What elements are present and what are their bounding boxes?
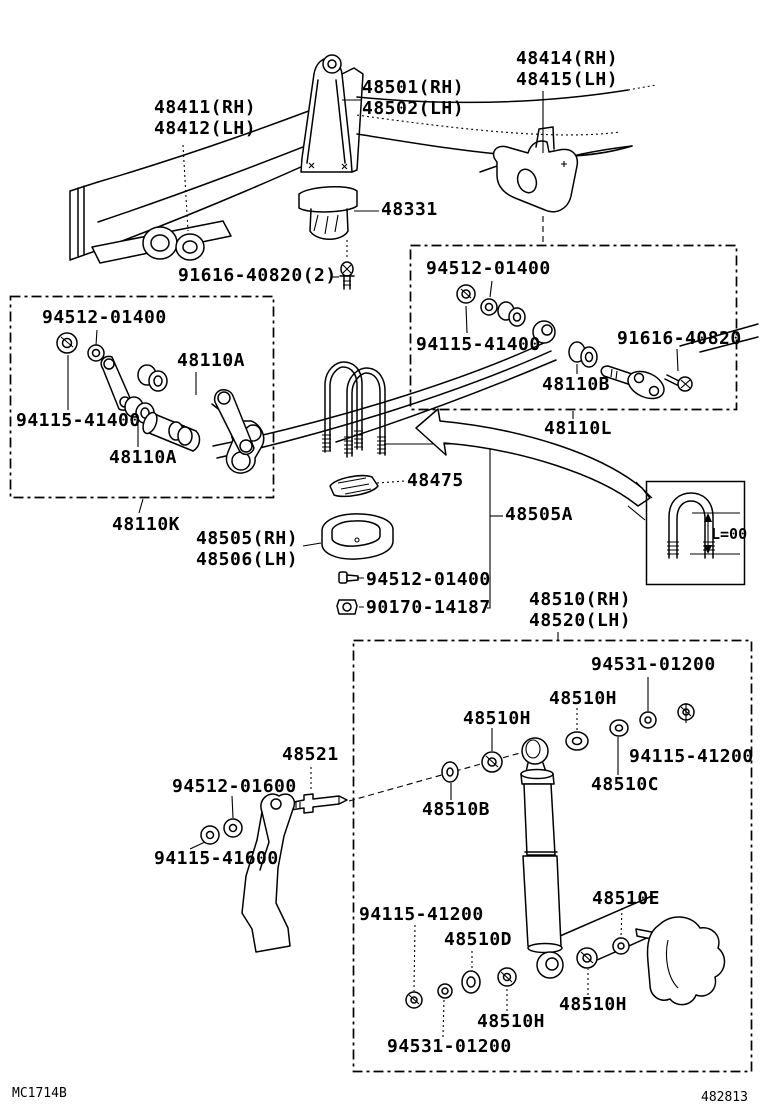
shock-retainer-upper-outer-part [566, 732, 588, 750]
part-label-48412-lh: 48412(LH) [154, 118, 257, 139]
part-label-48505A: 48505A [505, 504, 574, 525]
part-label-48110L: 48110L [544, 418, 613, 439]
shock-absorber-part [521, 738, 563, 978]
part-label-48414-rh: 48414(RH) [516, 48, 619, 69]
part-label-91616-40820: 91616-40820 [617, 328, 742, 349]
kit-boxes [11, 246, 752, 1072]
u-bolts [322, 362, 386, 457]
part-label-94115-41400-shackle: 94115-41400 [16, 410, 141, 431]
part-label-48510H-upper-outer: 48510H [549, 688, 618, 709]
shock-kit-box [354, 641, 752, 1072]
spring-front-kit-box [411, 246, 737, 410]
part-label-48331: 48331 [381, 199, 438, 220]
hardware-icons [337, 240, 358, 614]
part-label-94115-41200-upper: 94115-41200 [629, 746, 754, 767]
shock-cushion-upper-part [610, 720, 628, 736]
shock-nut-lower-part [438, 984, 452, 998]
spring-front-kit-parts [457, 285, 692, 404]
part-label-94512-01400-pin: 94512-01400 [426, 258, 551, 279]
part-label-91616-40820-2: 91616-40820(2) [178, 265, 337, 286]
part-label-48510D: 48510D [444, 929, 513, 950]
part-label-94512-01400-ubolt: 94512-01400 [366, 569, 491, 590]
part-label-48110A-upper: 48110A [177, 350, 246, 371]
part-label-48411: 48411(RH) 48412(LH) [154, 97, 256, 139]
part-label-48510H-lower-outer: 48510H [559, 994, 628, 1015]
part-label-48415-lh: 48415(LH) [516, 69, 619, 90]
hanger-bolt-icon [340, 240, 354, 289]
part-label-94531-01200-lower: 94531-01200 [387, 1036, 512, 1057]
drawing-code: MC1714B [12, 1086, 67, 1101]
part-label-94115-41400-pin: 94115-41400 [416, 334, 541, 355]
part-label-48510B: 48510B [422, 799, 491, 820]
shackle-kit-box [11, 297, 274, 498]
shock-cushion-lower-part [462, 971, 480, 993]
part-label-48411-rh: 48411(RH) [154, 97, 257, 118]
part-label-48510-rh: 48510(RH) [529, 589, 632, 610]
spring-clamp-part [330, 476, 378, 497]
axle-flange-part [647, 917, 724, 1005]
part-label-94115-41600: 94115-41600 [154, 848, 279, 869]
leader-lines [68, 91, 686, 1037]
shock-pin-part [289, 794, 347, 813]
part-label-48521: 48521 [282, 744, 339, 765]
spring-seat-part [322, 514, 393, 559]
part-label-94512-01600: 94512-01600 [172, 776, 297, 797]
part-label-48501-rh: 48501(RH) [362, 77, 465, 98]
rear-spring-hanger-part [301, 55, 363, 172]
part-label-48510H-lower-inner: 48510H [477, 1011, 546, 1032]
part-label-48110B: 48110B [542, 374, 611, 395]
spring-bumper-part [299, 187, 357, 240]
frame-assembly [70, 55, 656, 263]
part-label-48506-lh: 48506(LH) [196, 549, 299, 570]
part-label-48475: 48475 [407, 470, 464, 491]
shock-washer-lower-right-part [613, 938, 629, 954]
part-label-48501: 48501(RH) 48502(LH) [362, 77, 464, 119]
part-label-48110K: 48110K [112, 514, 181, 535]
figure-number: 482813 [701, 1090, 748, 1105]
ubolt-nut-icon [337, 600, 357, 614]
front-spring-hanger-part [480, 127, 632, 212]
part-label-48510C: 48510C [591, 774, 660, 795]
shock-pin-nut-large-part [201, 826, 219, 844]
shackle-kit-parts [57, 333, 254, 454]
shock-bracket-part [242, 794, 294, 952]
part-label-48510E: 48510E [592, 888, 661, 909]
part-label-94115-41200-lower: 94115-41200 [359, 904, 484, 925]
ubolt-length-label: L=00 [711, 525, 748, 543]
shock-nut-upper-part [640, 712, 656, 728]
part-label-48510: 48510(RH) 48520(LH) [529, 589, 631, 631]
part-label-48505: 48505(RH) 48506(LH) [196, 528, 298, 570]
part-label-48414: 48414(RH) 48415(LH) [516, 48, 618, 90]
part-label-94531-01200-upper: 94531-01200 [591, 654, 716, 675]
front-spring-bracket-part [92, 221, 231, 263]
ubolt-bolt-icon [339, 572, 358, 583]
part-label-48110A-lower: 48110A [109, 447, 178, 468]
shock-bushing-part [442, 762, 458, 782]
shock-pin-nut-small-part [224, 819, 242, 837]
part-label-90170-14187: 90170-14187 [366, 597, 491, 618]
part-label-48520-lh: 48520(LH) [529, 610, 632, 631]
part-label-48502-lh: 48502(LH) [362, 98, 465, 119]
part-label-48505-rh: 48505(RH) [196, 528, 299, 549]
ubolt-inset [628, 482, 745, 585]
part-label-48510H-upper-inner: 48510H [463, 708, 532, 729]
part-label-94512-01400-shackle: 94512-01400 [42, 307, 167, 328]
shock-kit-parts [201, 704, 724, 1008]
direction-arrow [416, 409, 650, 506]
